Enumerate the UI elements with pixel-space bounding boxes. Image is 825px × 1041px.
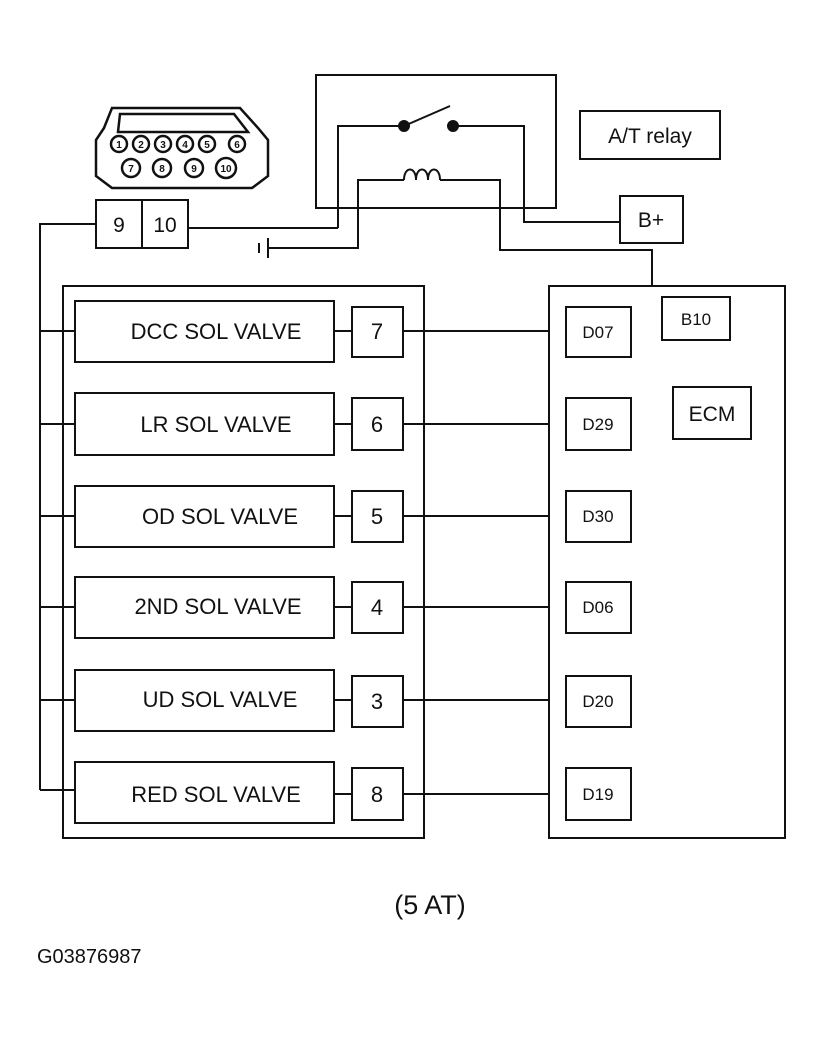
connector-pin-1: 1 — [116, 140, 122, 151]
ecm-terminal-box — [565, 675, 632, 728]
solenoid-label: UD SOL VALVE — [143, 687, 298, 712]
connector-pin-10: 10 — [220, 164, 232, 175]
relay-coil — [268, 168, 653, 286]
relay-switch — [337, 105, 620, 228]
solenoid-box — [74, 392, 335, 456]
battery-box — [619, 195, 684, 244]
ecm-terminal-box — [565, 306, 632, 358]
ecm-terminal-label: D06 — [582, 598, 613, 617]
connector-pin-7: 7 — [128, 164, 134, 175]
pin-box — [351, 581, 404, 634]
diagram-caption: (5 AT) — [394, 890, 466, 920]
ecm-b10-box — [661, 296, 731, 341]
solenoid-label: LR SOL VALVE — [140, 412, 291, 437]
ecm-terminal-label: D07 — [582, 323, 613, 342]
connector-pin-4: 4 — [182, 140, 188, 151]
connector-pin-2: 2 — [138, 140, 144, 151]
figure-code: G03876987 — [37, 946, 142, 968]
relay-box — [315, 74, 557, 209]
pin-label: 3 — [371, 689, 383, 714]
connector-pin-3: 3 — [160, 140, 166, 151]
relay-label: A/T relay — [608, 125, 692, 148]
solenoid-box — [74, 485, 335, 548]
solenoid-box — [74, 300, 335, 363]
ground-icon — [258, 238, 269, 258]
ecm-b10-label: B10 — [681, 310, 711, 329]
connector-face-icon — [94, 106, 270, 190]
pin-label: 4 — [371, 595, 383, 620]
solenoid-box — [74, 576, 335, 639]
connector-pin-6: 6 — [234, 140, 240, 151]
solenoid-label: DCC SOL VALVE — [131, 319, 302, 344]
connector-pin-8: 8 — [159, 164, 165, 175]
ecm-terminal-label: D19 — [582, 785, 613, 804]
pin-box — [351, 767, 404, 821]
pin-label: 5 — [371, 504, 383, 529]
ecm-terminal-box — [565, 581, 632, 634]
ecm-terminal-label: D29 — [582, 415, 613, 434]
pin-box — [351, 675, 404, 728]
pin-box — [351, 490, 404, 543]
solenoid-box — [74, 761, 335, 824]
ecm-block — [548, 285, 786, 839]
ecm-terminal-label: D30 — [582, 507, 613, 526]
solenoid-label: 2ND SOL VALVE — [134, 594, 301, 619]
pin-label: 6 — [371, 412, 383, 437]
pin-box — [351, 397, 404, 451]
pin-label: 8 — [371, 782, 383, 807]
connector-pin-9: 9 — [191, 164, 197, 175]
pin-box — [351, 306, 404, 358]
solenoid-label: OD SOL VALVE — [142, 504, 298, 529]
ecm-terminal-box — [565, 767, 632, 821]
connector-pin-5: 5 — [204, 140, 210, 151]
battery-label: B+ — [638, 209, 664, 232]
solenoid-label: RED SOL VALVE — [131, 782, 301, 807]
pin-label: 7 — [371, 319, 383, 344]
solenoid-box — [74, 669, 335, 732]
ecm-label: ECM — [689, 403, 736, 426]
ecm-terminal-label: D20 — [582, 692, 613, 711]
ecm-terminal-box — [565, 490, 632, 543]
connector-label-9: 9 — [113, 214, 125, 237]
ecm-terminal-box — [565, 397, 632, 451]
connector-box-10 — [141, 199, 189, 249]
solenoid-block — [62, 285, 425, 839]
ecm-label-box — [672, 386, 752, 440]
connector-label-10: 10 — [153, 214, 176, 237]
relay-label-box — [579, 110, 721, 160]
